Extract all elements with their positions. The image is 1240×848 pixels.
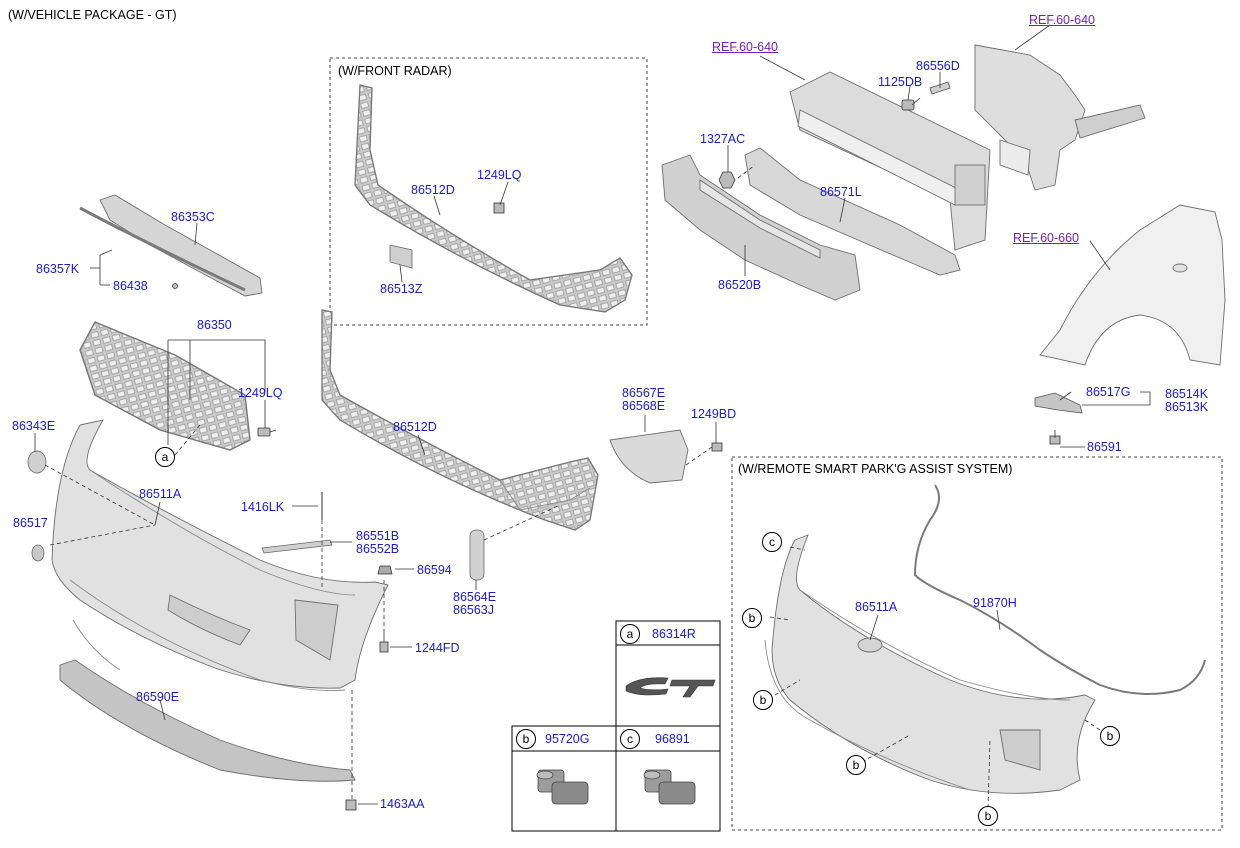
lower-grille-86512D <box>321 309 599 531</box>
part-86512D-radar[interactable]: 86512D <box>411 183 455 197</box>
part-1244FD[interactable]: 1244FD <box>415 641 460 655</box>
part-86564E[interactable]: 86564E <box>453 590 497 604</box>
park-bumper-cover-86511A <box>764 534 1096 794</box>
cover-86567E <box>609 429 689 484</box>
ref-60-640-link[interactable]: REF.60-640 <box>712 40 779 54</box>
lower-lip-86590E <box>59 619 356 782</box>
part-86511A[interactable]: 86511A <box>139 487 182 501</box>
clip-86594 <box>377 565 393 575</box>
part-1249BD[interactable]: 1249BD <box>691 407 737 421</box>
upper-grille-86353C <box>79 194 263 297</box>
part-1249LQ-radar[interactable]: 1249LQ <box>477 168 522 182</box>
bumper-beam-assy <box>789 71 991 251</box>
callout-c-park: c <box>762 532 782 552</box>
leader-lines <box>34 24 1151 805</box>
emblem-86343E <box>27 450 47 474</box>
part-86517[interactable]: 86517 <box>13 516 48 530</box>
legend-callout-a: a <box>620 624 640 644</box>
part-1416LK[interactable]: 1416LK <box>241 500 285 514</box>
part-86520B[interactable]: 86520B <box>718 278 762 292</box>
part-86571L[interactable]: 86571L <box>820 185 862 199</box>
ref-60-660-link[interactable]: REF.60-660 <box>1013 231 1080 245</box>
callout-b-park-3: b <box>846 755 866 775</box>
package-header: (W/VEHICLE PACKAGE - GT) <box>8 8 177 22</box>
bolt-1463AA <box>345 799 357 811</box>
part-86513K[interactable]: 86513K <box>1165 400 1209 414</box>
legend-table <box>511 620 721 832</box>
wiring-91870H <box>913 484 1206 695</box>
bolt-1244FD <box>379 632 389 653</box>
radiator-carrier <box>974 44 1146 191</box>
legend-callout-b: b <box>516 729 536 749</box>
screw-86438 <box>172 283 178 289</box>
radar-screw-1249LQ <box>493 202 505 214</box>
part-86591[interactable]: 86591 <box>1087 440 1122 454</box>
part-1249LQ[interactable]: 1249LQ <box>238 386 283 400</box>
part-1463AA[interactable]: 1463AA <box>380 797 425 811</box>
part-86594[interactable]: 86594 <box>417 563 452 577</box>
callout-b-park-1: b <box>742 608 762 628</box>
sensor-95720G-icon <box>536 769 589 805</box>
part-86514K[interactable]: 86514K <box>1165 387 1209 401</box>
part-86551B[interactable]: 86551B <box>356 529 400 543</box>
fender <box>1039 204 1226 366</box>
radar-lower-grille-86512D <box>354 84 633 313</box>
part-86517G[interactable]: 86517G <box>1086 385 1131 399</box>
dash-lines <box>44 164 1101 809</box>
strip-86551B <box>261 539 333 554</box>
part-86438[interactable]: 86438 <box>113 279 148 293</box>
clip-86517 <box>31 544 45 562</box>
legend-part-86314R[interactable]: 86314R <box>652 627 696 641</box>
screw-1249BD <box>711 442 723 452</box>
legend-callout-c: c <box>620 729 640 749</box>
remote-park-header: (W/REMOTE SMART PARK'G ASSIST SYSTEM) <box>738 462 1013 476</box>
radar-bracket-86513Z <box>389 244 413 269</box>
sensor-96891-icon <box>643 769 696 805</box>
front-bumper-cover-86511A <box>51 419 389 692</box>
callout-b-park-5: b <box>978 806 998 826</box>
part-86343E[interactable]: 86343E <box>12 419 56 433</box>
part-86567E[interactable]: 86567E <box>622 386 666 400</box>
gt-badge-icon <box>625 677 716 698</box>
part-86353C[interactable]: 86353C <box>171 210 215 224</box>
part-86552B[interactable]: 86552B <box>356 542 400 556</box>
ref-60-640-link-2[interactable]: REF.60-640 <box>1029 13 1096 27</box>
energy-absorber-86520B <box>661 154 861 301</box>
part-1125DB[interactable]: 1125DB <box>878 75 923 89</box>
part-86568E[interactable]: 86568E <box>622 399 666 413</box>
part-86556D[interactable]: 86556D <box>916 59 960 73</box>
nut-1327AC <box>718 171 736 189</box>
screw-86591 <box>1049 430 1061 445</box>
part-91870H[interactable]: 91870H <box>973 596 1017 610</box>
legend-part-96891[interactable]: 96891 <box>655 732 690 746</box>
part-86512D[interactable]: 86512D <box>393 420 437 434</box>
front-radar-header: (W/FRONT RADAR) <box>338 64 452 78</box>
part-86350[interactable]: 86350 <box>197 318 232 332</box>
part-86590E[interactable]: 86590E <box>136 690 180 704</box>
energy-absorber-86571L <box>744 147 961 276</box>
legend-part-95720G[interactable]: 95720G <box>545 732 590 746</box>
callout-b-park-4: b <box>1100 726 1120 746</box>
radiator-grille-86350 <box>79 321 251 451</box>
front-radar-frame <box>329 57 648 326</box>
bolt-1125DB <box>901 97 921 111</box>
part-86357K[interactable]: 86357K <box>36 262 80 276</box>
callout-b-park-2: b <box>753 690 773 710</box>
part-86563J[interactable]: 86563J <box>453 603 495 617</box>
bracket-86517G <box>1034 392 1083 414</box>
screw-1249LQ <box>257 427 277 437</box>
callout-a: a <box>155 447 175 467</box>
part-86511A-park[interactable]: 86511A <box>855 600 898 614</box>
part-86513Z[interactable]: 86513Z <box>380 282 423 296</box>
part-1327AC[interactable]: 1327AC <box>700 132 746 146</box>
cover-86564E <box>469 529 485 581</box>
